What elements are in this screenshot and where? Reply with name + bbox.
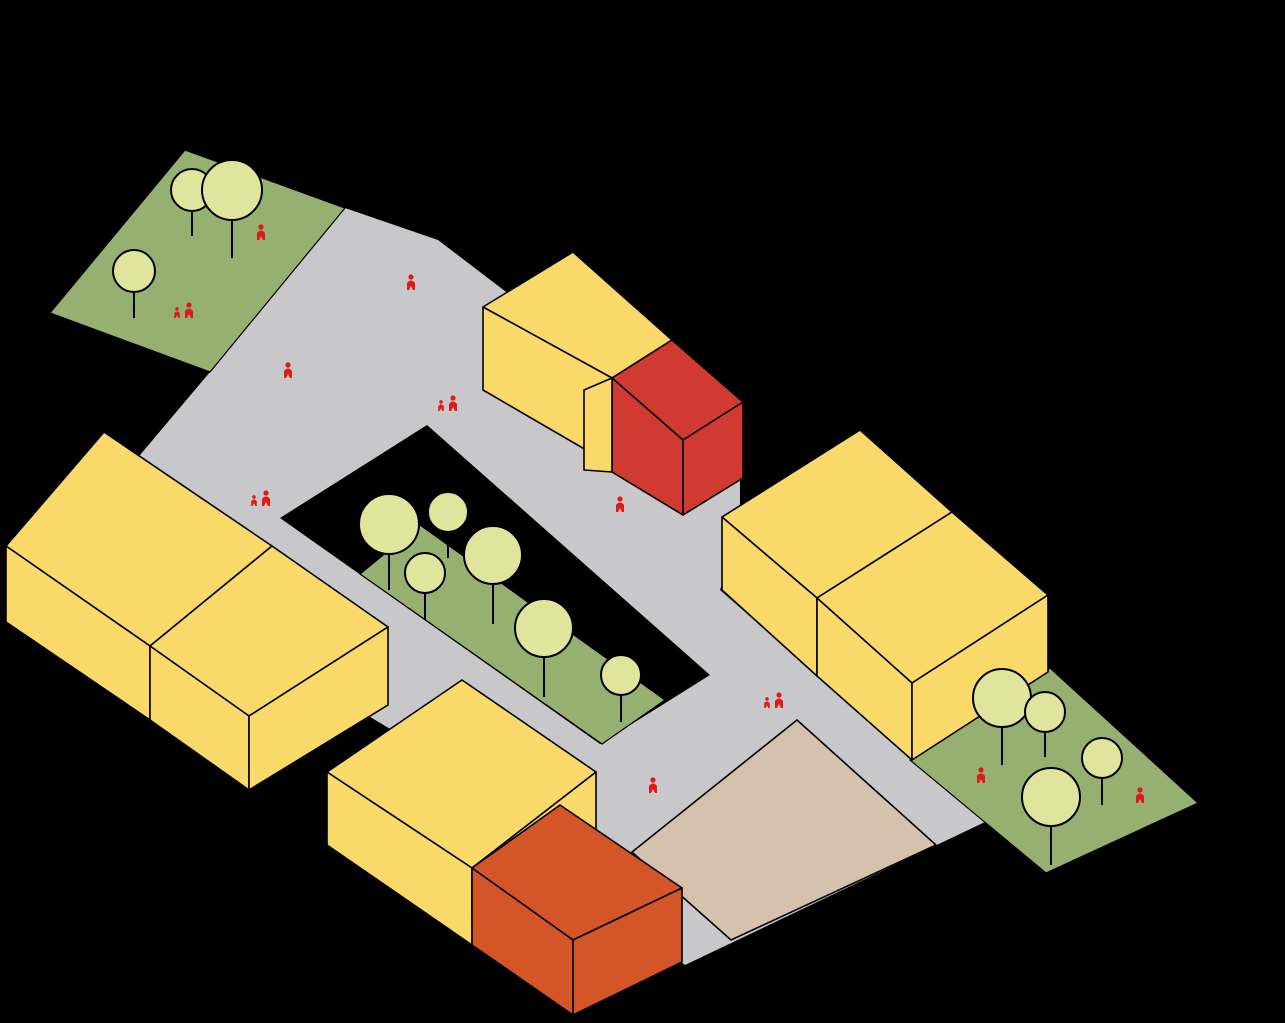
tree-icon xyxy=(201,159,263,258)
person-icon xyxy=(1136,787,1144,803)
building-west-b xyxy=(149,545,389,791)
tree-icon xyxy=(1021,767,1081,865)
trees xyxy=(112,159,1123,865)
building-north-red-face-right xyxy=(682,401,744,516)
family-icon xyxy=(438,395,457,411)
person-icon xyxy=(977,767,985,783)
building-west-a xyxy=(5,431,273,721)
plaza xyxy=(631,719,937,941)
building-west-b-face-right xyxy=(248,626,389,791)
tree-icon xyxy=(1081,737,1123,805)
tree-icon xyxy=(427,491,469,558)
park-northwest xyxy=(48,149,347,373)
family-icon xyxy=(764,692,783,708)
family-icon xyxy=(174,302,193,318)
tree-icon xyxy=(1024,691,1066,757)
tree-icon xyxy=(112,249,156,318)
tree-icon xyxy=(404,552,446,620)
person-icon xyxy=(257,224,265,240)
building-north-red xyxy=(611,339,744,516)
building-east-b-face-right xyxy=(911,594,1049,761)
people xyxy=(174,224,1144,803)
family-icon xyxy=(251,490,270,506)
buildings xyxy=(5,251,1049,1016)
building-northside-small-face-top xyxy=(583,377,613,473)
person-icon xyxy=(649,777,657,793)
tree-icon xyxy=(600,654,642,722)
tree-icon xyxy=(972,668,1032,765)
building-northside-small xyxy=(583,377,613,473)
building-south-orange xyxy=(471,804,683,1016)
person-icon xyxy=(407,274,415,290)
tree-icon xyxy=(514,598,574,697)
building-south-orange-face-right xyxy=(572,887,683,1016)
tree-icon xyxy=(463,525,523,624)
person-icon xyxy=(616,496,624,512)
building-east-b xyxy=(816,511,1049,761)
person-icon xyxy=(284,362,292,378)
tree-icon xyxy=(358,493,420,590)
